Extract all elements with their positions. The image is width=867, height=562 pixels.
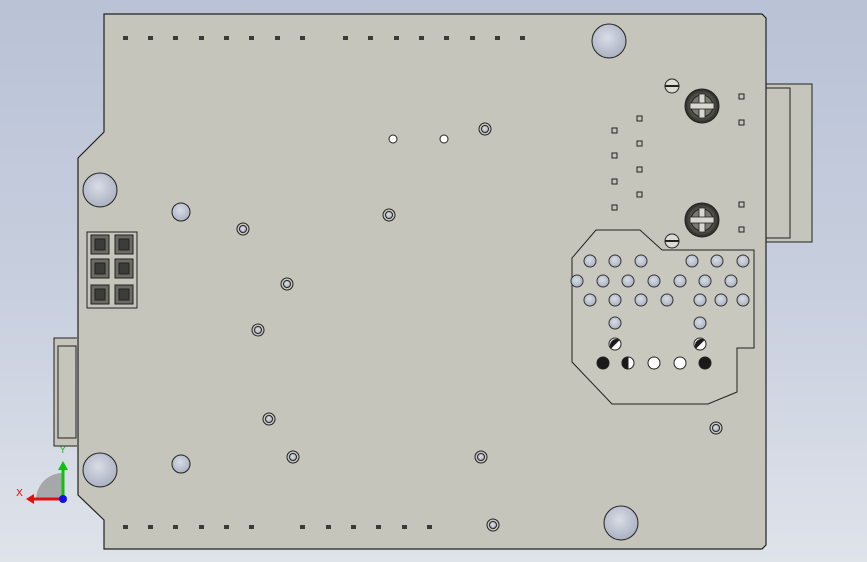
y-axis-label: Y — [59, 446, 66, 456]
via-holes-medium — [171, 202, 191, 474]
screw-bottom — [684, 202, 720, 238]
ring-vias — [236, 122, 723, 532]
screw-top — [684, 88, 720, 124]
top-header-pins — [123, 36, 525, 40]
mounting-hole — [82, 172, 118, 208]
usb-connector-outline — [53, 337, 77, 447]
z-axis-dot — [59, 495, 67, 503]
polarity-dots — [596, 337, 712, 370]
smd-pads — [611, 93, 745, 233]
led-dots — [388, 134, 449, 144]
pcb-board — [77, 13, 767, 550]
triad-plane-shading — [36, 473, 63, 500]
ground-zone-outline — [571, 229, 755, 405]
slotted-standoffs — [664, 78, 680, 249]
coordinate-triad: X Y — [16, 446, 68, 504]
x-axis-label: X — [16, 488, 23, 499]
power-jack-outline — [759, 83, 813, 243]
mounting-holes — [82, 23, 639, 541]
mounting-hole — [591, 23, 627, 59]
pin-hole-array — [570, 254, 750, 330]
mounting-hole — [82, 452, 118, 488]
icsp-header — [86, 231, 138, 309]
bottom-header-pins — [123, 525, 432, 529]
mounting-hole — [603, 505, 639, 541]
